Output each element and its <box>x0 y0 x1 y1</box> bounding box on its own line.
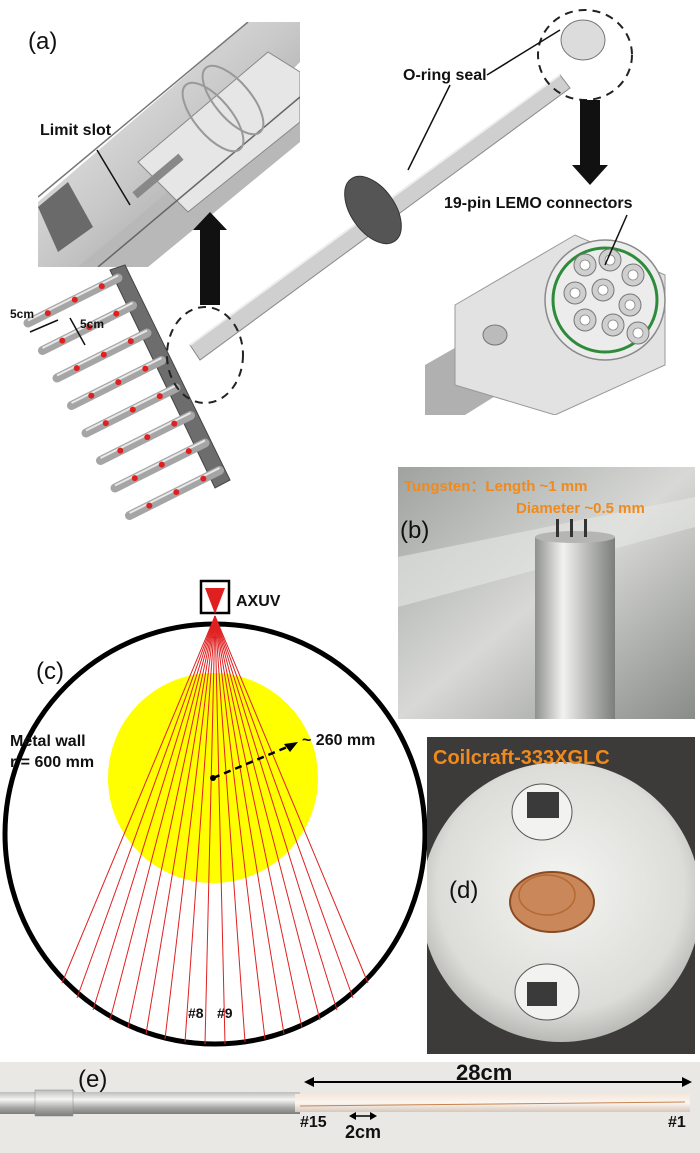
probe-point <box>117 447 124 454</box>
probe-point <box>200 475 207 482</box>
plasma-radius-label: ~ 260 mm <box>302 732 376 749</box>
probe-point <box>98 283 105 290</box>
probe-point <box>146 502 153 509</box>
chord-9-label: #9 <box>217 1005 233 1021</box>
lemo-inset <box>425 215 675 416</box>
probe-point <box>173 489 180 496</box>
array-start-label: #15 <box>300 1114 327 1131</box>
tungsten-line1: Tungsten：Length ~1 mm <box>404 478 588 495</box>
panel-b: Tungsten：Length ~1 mm Diameter ~0.5 mm (… <box>398 467 695 719</box>
oring-seal-label: O-ring seal <box>403 67 487 84</box>
probe-point <box>171 420 178 427</box>
probe-point <box>113 310 120 317</box>
probe-point <box>88 392 95 399</box>
probe-point <box>129 406 136 413</box>
rake-probe-drawing <box>23 9 633 520</box>
limit-slot-inset <box>38 22 300 267</box>
rake-joint-highlight <box>166 306 244 404</box>
array-length-label: 28cm <box>456 1062 513 1085</box>
panel-c-letter: (c) <box>36 658 64 685</box>
probe-point <box>100 351 107 358</box>
rake-fingers <box>23 273 224 520</box>
tokamak-cross-section <box>2 579 428 1047</box>
probe-point <box>44 310 51 317</box>
probe-point <box>102 420 109 427</box>
coil-label: Coilcraft-333XGLC <box>433 747 610 769</box>
probe-point <box>158 461 165 468</box>
dim-vertical-label: 5cm <box>80 317 105 331</box>
arrow-down <box>572 100 608 185</box>
limit-slot-label: Limit slot <box>40 122 112 139</box>
metal-wall-label: Metal wall <box>10 733 86 750</box>
lemo-label: 19-pin LEMO connectors <box>444 195 633 212</box>
panel-a-letter: (a) <box>28 28 58 55</box>
metal-wall-radius: r = 600 mm <box>10 754 95 771</box>
chord-8-label: #8 <box>188 1005 204 1021</box>
probe-point <box>127 338 134 345</box>
plasma-radius-line <box>212 743 293 780</box>
probe-point <box>144 434 151 441</box>
probe-point <box>185 448 192 455</box>
axuv-label: AXUV <box>236 593 281 610</box>
tungsten-line2: Diameter ~0.5 mm <box>516 500 645 517</box>
panel-a: Limit slot <box>10 9 675 520</box>
panel-e-letter: (e) <box>78 1066 108 1093</box>
coil-array-photo <box>0 1077 692 1120</box>
probe-point <box>131 475 138 482</box>
probe-point <box>142 365 149 372</box>
dim-horizontal-label: 5cm <box>10 307 35 321</box>
probe-point <box>156 393 163 400</box>
panel-c: AXUV (c) Metal wall r = 600 mm ~ 260 mm … <box>0 578 440 1048</box>
panel-d: Coilcraft-333XGLC (d) <box>427 737 695 1054</box>
chord-fan <box>61 615 369 1045</box>
coil-photo <box>427 762 695 1042</box>
probe-point <box>59 337 66 344</box>
panel-d-letter: (d) <box>449 877 479 904</box>
array-spacing-label: 2cm <box>345 1122 382 1142</box>
arrow-up <box>193 212 227 305</box>
probe-point <box>86 324 93 331</box>
panel-b-letter: (b) <box>400 517 430 544</box>
probe-point <box>73 365 80 372</box>
probe-point <box>115 379 122 386</box>
tungsten-probe-photo <box>398 467 695 719</box>
probe-point <box>71 296 78 303</box>
array-end-label: #1 <box>668 1114 686 1131</box>
panel-e: (e) 28cm #15 #1 2cm <box>0 1062 700 1153</box>
